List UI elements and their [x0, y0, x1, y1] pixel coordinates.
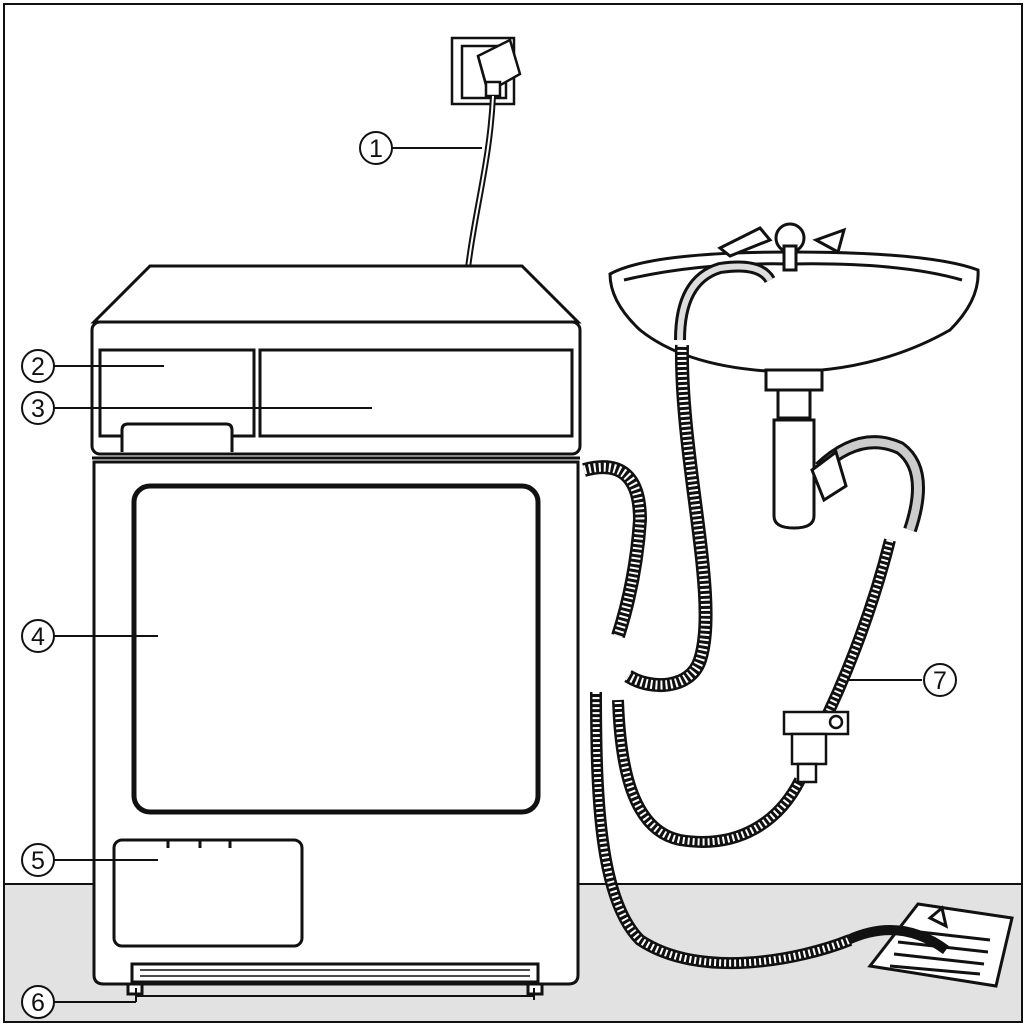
dryer [90, 264, 582, 996]
callout-circle [21, 843, 55, 877]
drawer-handle [120, 422, 234, 452]
dryer-door [131, 483, 541, 815]
dryer-hose-upper [582, 460, 648, 639]
wall-socket [450, 36, 522, 106]
detergent-compartment [98, 348, 256, 438]
callout-number: 2 [31, 353, 45, 381]
callout-number: 1 [369, 135, 383, 163]
callout-number: 7 [933, 667, 947, 695]
siphon-connector [810, 449, 848, 503]
callout-circle [21, 391, 55, 425]
callout-7: 7 [923, 663, 957, 697]
callout-3: 3 [21, 391, 55, 425]
drain-valve [782, 710, 850, 784]
callout-number: 3 [31, 395, 45, 423]
return-hose [612, 699, 806, 848]
plinth-vent [130, 962, 540, 984]
display-panel [258, 348, 574, 438]
callout-circle [21, 349, 55, 383]
leader-lines [54, 147, 922, 1003]
floor-drain [845, 902, 1014, 988]
callout-5: 5 [21, 843, 55, 877]
callout-circle [21, 619, 55, 653]
frame [3, 3, 1023, 1023]
callout-number: 4 [31, 623, 45, 651]
callout-6: 6 [21, 985, 55, 1019]
siphon [772, 418, 816, 530]
filter-flap [112, 838, 304, 948]
callout-number: 6 [31, 989, 45, 1017]
callout-4: 4 [21, 619, 55, 653]
callout-number: 5 [31, 847, 45, 875]
callout-circle [21, 985, 55, 1019]
callout-2: 2 [21, 349, 55, 383]
power-cable-inner [467, 95, 494, 269]
dryer-top [90, 264, 582, 324]
callout-circle [923, 663, 957, 697]
callout-1: 1 [359, 131, 393, 165]
callout-circle [359, 131, 393, 165]
